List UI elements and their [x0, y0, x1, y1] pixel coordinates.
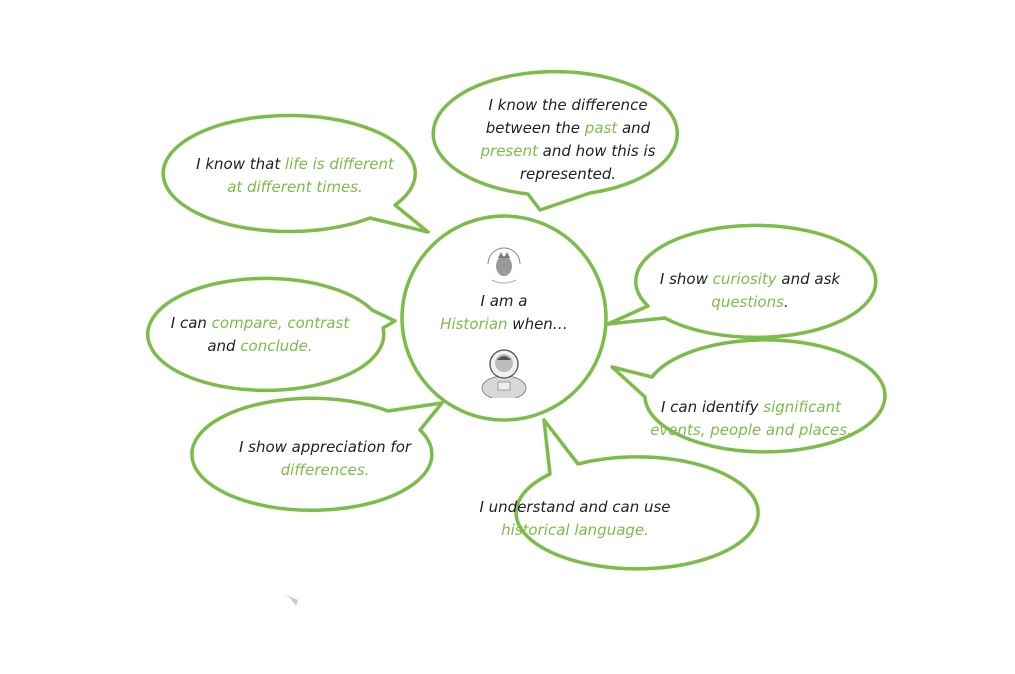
compare-text: I can — [170, 314, 212, 332]
present-highlight: present — [480, 142, 538, 160]
significant-line-2: events, people and places. — [650, 421, 852, 439]
bubble-past-present: I know the difference between the past a… — [448, 92, 688, 188]
bubble-curiosity-shape — [606, 223, 878, 340]
faint-mark-shape — [284, 594, 298, 606]
life-different-line-1: I know that life is different — [196, 153, 394, 176]
language-line-2: historical language. — [501, 521, 649, 539]
bubble-appreciation-shape — [190, 396, 444, 513]
center-circle-shape — [400, 214, 608, 422]
center-line-2-rest: when… — [507, 315, 568, 333]
curiosity-line-2: questions. — [711, 291, 788, 314]
significant-text: I can identify — [660, 398, 764, 416]
bubble-significant: I can identify significant events, peopl… — [630, 386, 872, 452]
life-different-line-2: at different times. — [227, 178, 363, 196]
bubble-compare: I can compare, contrast and conclude. — [140, 302, 380, 368]
curiosity-and-ask: and ask — [776, 270, 841, 288]
compare-line-1: I can compare, contrast — [171, 312, 349, 335]
center-line-2: Historian when… — [440, 313, 568, 336]
past-highlight: past — [584, 119, 618, 137]
school-logo-icon — [484, 242, 524, 286]
historian-highlight: Historian — [440, 315, 508, 333]
questions-highlight: questions — [711, 293, 784, 311]
bubble-appreciation: I show appreciation for differences. — [205, 426, 445, 492]
language-line-1: I understand and can use — [479, 498, 671, 516]
bubble-life-different-shape — [161, 113, 430, 234]
conclude-highlight: conclude. — [240, 337, 313, 355]
past-present-line-1: I know the difference — [488, 96, 648, 114]
bubble-significant-shape — [610, 338, 887, 454]
past-present-line-2: between the past and — [486, 117, 650, 140]
past-present-text: between the — [485, 119, 585, 137]
past-present-line-3: present and how this is — [481, 140, 656, 163]
astronaut-icon — [477, 342, 531, 401]
life-different-text: I know that — [196, 155, 285, 173]
bubble-past-present-shape — [431, 69, 679, 212]
appreciation-line-2: differences. — [280, 461, 370, 479]
center-bubble: I am a Historian when… — [404, 230, 604, 410]
compare-highlight: compare, contrast — [211, 314, 350, 332]
compare-line-2: and conclude. — [207, 335, 312, 358]
curiosity-line-1: I show curiosity and ask — [660, 268, 840, 291]
significant-line-1: I can identify significant — [661, 396, 841, 419]
curiosity-period: . — [783, 293, 789, 311]
significant-highlight: significant — [763, 398, 841, 416]
bubble-life-different: I know that life is different at differe… — [170, 143, 420, 209]
bubble-curiosity: I show curiosity and ask questions. — [630, 258, 870, 324]
bubble-language-shape — [514, 418, 760, 571]
compare-and: and — [207, 337, 241, 355]
bubble-language: I understand and can use historical lang… — [454, 486, 696, 552]
past-present-and: and — [617, 119, 651, 137]
center-line-1: I am a — [480, 292, 528, 310]
life-different-highlight: life is different — [284, 155, 394, 173]
curiosity-text: I show — [659, 270, 713, 288]
past-present-line-4: represented. — [519, 165, 617, 183]
past-present-how: and how this is — [537, 142, 656, 160]
appreciation-line-1: I show appreciation for — [238, 438, 412, 456]
curiosity-highlight: curiosity — [712, 270, 777, 288]
bubble-compare-shape — [146, 276, 397, 393]
